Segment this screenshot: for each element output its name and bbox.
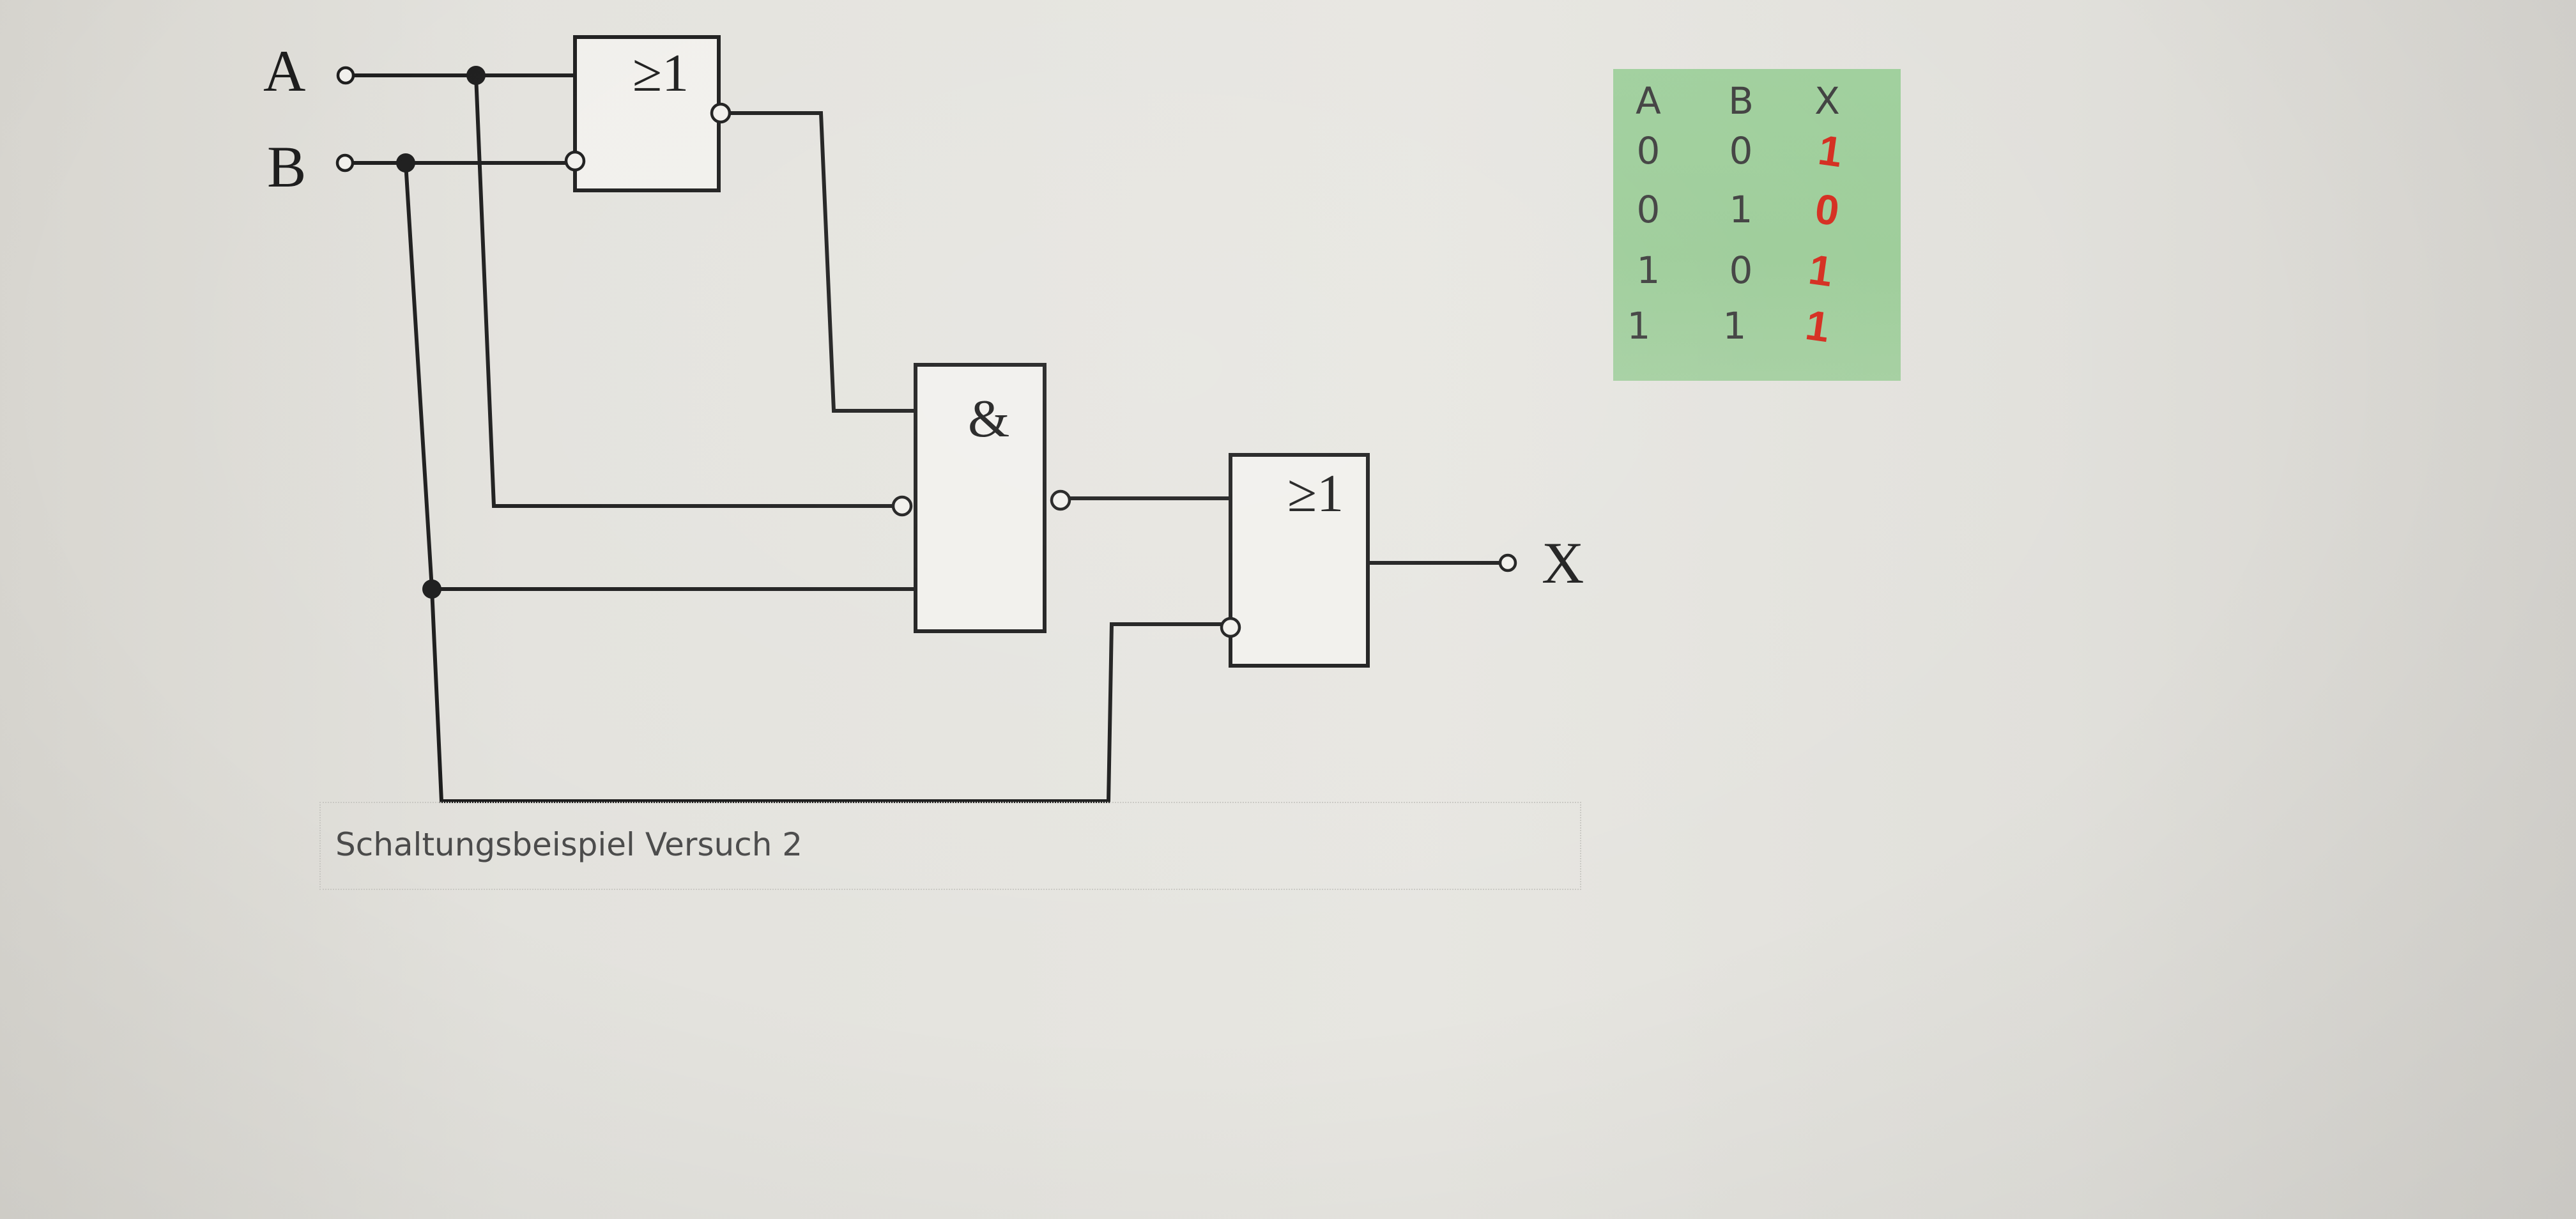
gate1-input-b-inversion-bubble (564, 150, 586, 172)
gate3-or-box (1229, 453, 1370, 668)
output-x-label: X (1542, 530, 1584, 595)
gate2-input-a-inversion-bubble (891, 495, 913, 517)
truth-table-header-a: A (1636, 79, 1661, 123)
truth-table-cell-x-handwritten: 0 (1812, 184, 1843, 235)
figure-caption: Schaltungsbeispiel Versuch 2 (335, 826, 803, 863)
truth-table-header-b: B (1728, 79, 1754, 123)
truth-table-cell-b: 0 (1729, 249, 1753, 292)
gate2-symbol: & (968, 389, 1009, 448)
gate1-output-inversion-bubble (710, 102, 732, 124)
gate3-input-b-inversion-bubble (1220, 617, 1241, 638)
gate1-symbol: ≥1 (632, 43, 689, 103)
truth-table-row: 1 0 1 (1613, 245, 1901, 296)
truth-table-cell-x-handwritten: 1 (1805, 245, 1836, 296)
truth-table-header: A B X (1613, 75, 1901, 126)
truth-table-cell-x-handwritten: 1 (1815, 125, 1846, 176)
junction-b-lower (422, 579, 441, 599)
caption-frame (319, 802, 1581, 890)
gate2-output-inversion-bubble (1050, 489, 1071, 511)
junction-a (466, 66, 486, 85)
input-b-label: B (267, 134, 306, 199)
truth-table-cell-a: 0 (1636, 188, 1660, 231)
wire-a-to-gate2 (473, 73, 894, 508)
gate3-symbol: ≥1 (1287, 464, 1344, 523)
wire-gate1-to-gate2 (728, 111, 916, 413)
gate1-or-box (573, 35, 721, 192)
wire-b-to-gate3 (429, 586, 1223, 803)
truth-table-cell-b: 1 (1729, 188, 1753, 231)
truth-table-row: 0 0 1 (1613, 125, 1901, 176)
truth-table-cell-a: 0 (1636, 129, 1660, 172)
input-a-terminal (336, 66, 355, 85)
gate2-and-box (914, 363, 1046, 633)
truth-table-cell-a: 1 (1636, 249, 1660, 292)
input-b-terminal (335, 153, 355, 172)
output-x-terminal (1498, 553, 1517, 572)
truth-table-cell-x-handwritten: 1 (1802, 300, 1833, 351)
truth-table-cell-a: 1 (1627, 304, 1651, 348)
truth-table: A B X 0 0 1 0 1 0 1 0 1 1 1 1 (1613, 69, 1901, 381)
truth-table-header-x: X (1814, 79, 1840, 123)
truth-table-row: 0 1 0 (1613, 184, 1901, 235)
junction-b-top (396, 153, 415, 172)
truth-table-cell-b: 0 (1729, 129, 1753, 172)
truth-table-cell-b: 1 (1722, 304, 1747, 348)
truth-table-row: 1 1 1 (1613, 300, 1901, 351)
input-a-label: A (263, 38, 305, 103)
